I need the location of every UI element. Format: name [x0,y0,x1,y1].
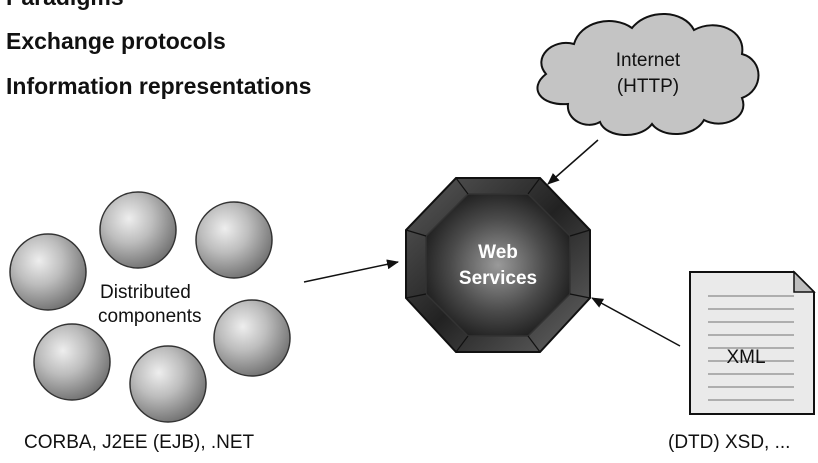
hub-label-web: Web [478,242,518,263]
heading-paradigms: Paradigms [6,0,124,11]
component-sphere [33,323,111,401]
heading-information-representations: Information representations [6,73,312,99]
component-sphere [99,191,177,269]
internet-cloud: Internet (HTTP) [536,13,760,137]
components-label-components: components [98,306,202,327]
web-services-hub: Web Services [405,177,591,353]
hub-label-services: Services [459,268,537,289]
document-caption: (DTD) XSD, ... [668,432,791,453]
cloud-label-http: (HTTP) [617,76,679,97]
component-sphere [213,299,291,377]
components-caption: CORBA, J2EE (EJB), .NET [24,432,255,453]
xml-document: XML [689,270,816,415]
components-label-distributed: Distributed [100,282,191,303]
cloud-label-internet: Internet [616,50,681,71]
heading-exchange-protocols: Exchange protocols [6,28,226,54]
arrow-xml-to-hub [591,297,681,347]
component-sphere [195,201,273,279]
component-sphere [129,345,207,423]
component-spheres [9,191,291,423]
component-sphere [9,233,87,311]
arrow-components-to-hub [303,259,399,283]
arrow-internet-to-hub [547,139,599,185]
document-label-xml: XML [726,347,765,368]
